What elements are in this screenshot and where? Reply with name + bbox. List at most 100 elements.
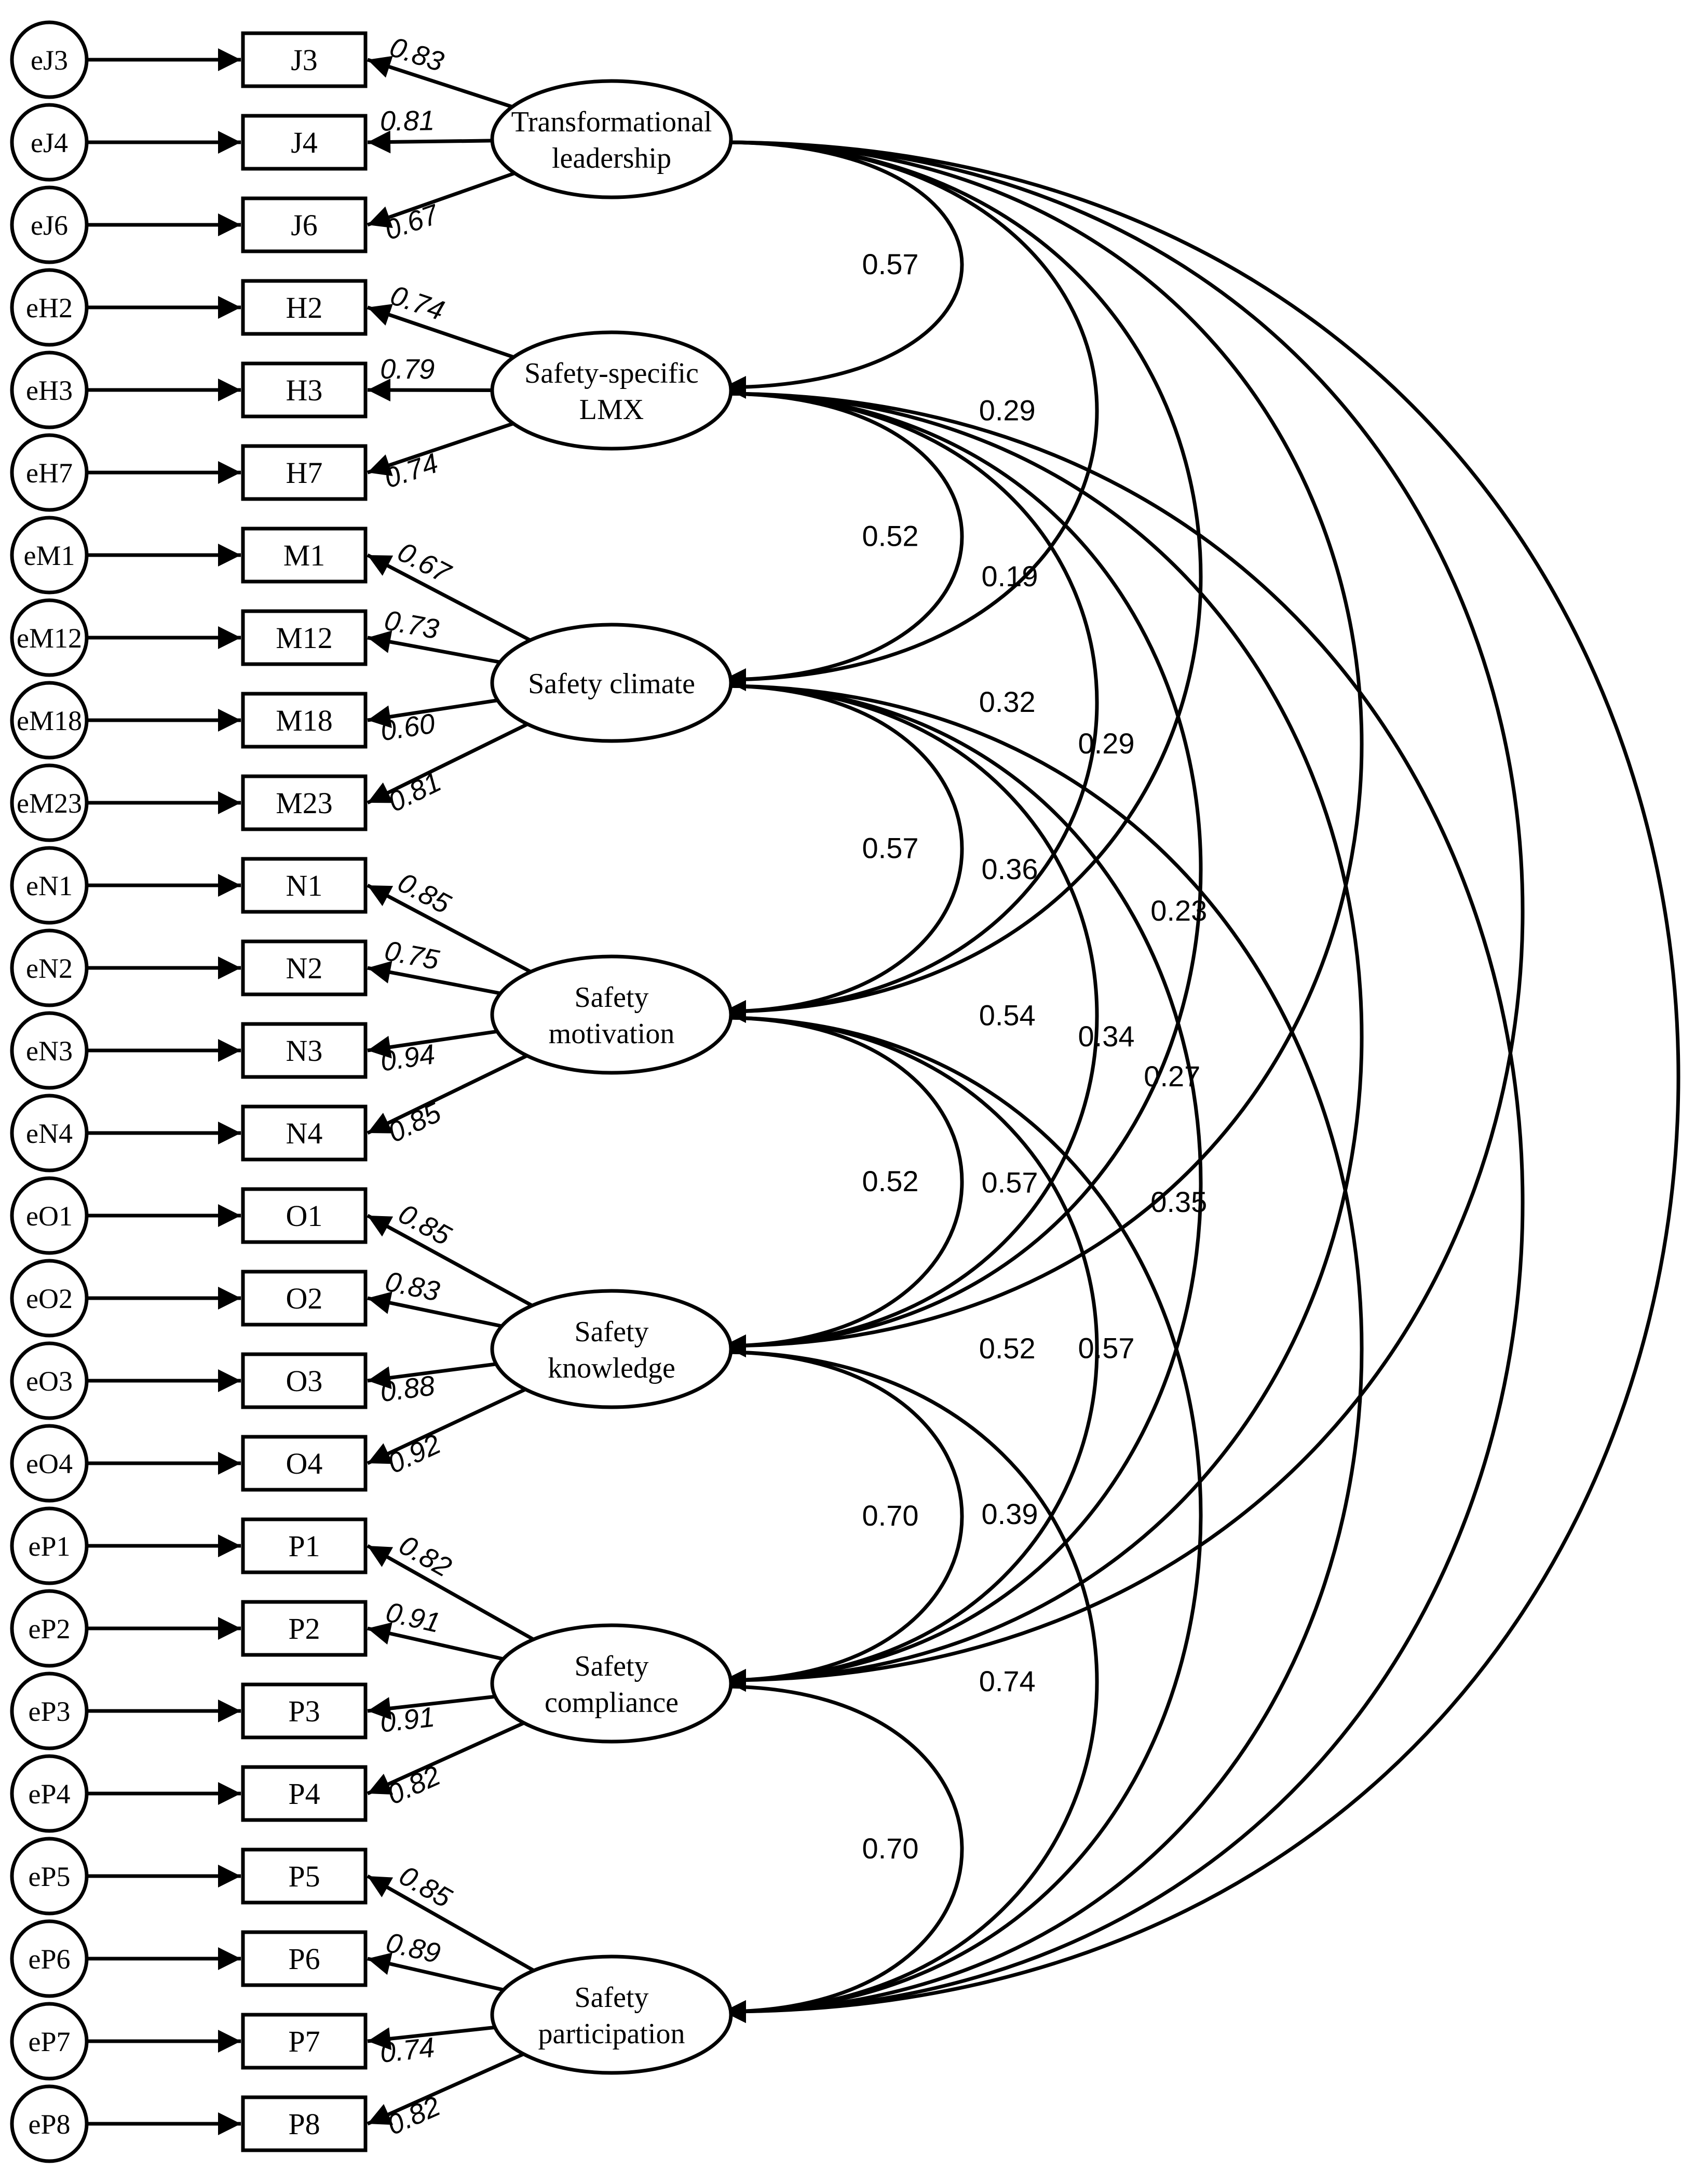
- factor-label: Safety: [574, 1981, 648, 2014]
- indicator-box: [241, 1517, 368, 1574]
- error-node: [10, 1837, 89, 1916]
- correlation-arcs: [700, 130, 1680, 2023]
- indicator-box: [241, 114, 368, 171]
- indicator-box: [241, 2095, 368, 2152]
- correlation-arc: [700, 130, 964, 399]
- loading-label: 0.83: [383, 1266, 442, 1307]
- correlation-label: 0.39: [982, 1498, 1038, 1530]
- indicator-box: [241, 1765, 368, 1822]
- loading-label: 0.79: [380, 354, 435, 385]
- factor-label: participation: [538, 2018, 685, 2050]
- loading-path: [367, 553, 531, 642]
- indicator-label: H7: [286, 456, 323, 490]
- error-node: [10, 268, 89, 347]
- correlation-arc: [700, 1006, 1203, 2023]
- error-node: [10, 1424, 89, 1503]
- indicator-box: [241, 1352, 368, 1409]
- error-node: [10, 598, 89, 677]
- indicator-label: O1: [286, 1199, 323, 1233]
- error-label: eO4: [26, 1448, 73, 1479]
- correlation-label: 0.70: [862, 1499, 919, 1532]
- error-node: [10, 350, 89, 429]
- correlation-arc: [700, 1006, 1099, 1692]
- error-node: [10, 1589, 89, 1668]
- correlation-arc: [700, 130, 1203, 1023]
- correlation-label: 0.57: [862, 248, 919, 280]
- indicator-label: M18: [276, 704, 333, 737]
- loading-path: [367, 2052, 524, 2126]
- error-label: eJ3: [31, 45, 68, 76]
- error-label: eP5: [29, 1861, 71, 1892]
- loading-path: [367, 961, 501, 995]
- indicator-box: [241, 31, 368, 88]
- indicator-label: P7: [288, 2025, 320, 2058]
- correlation-arc: [700, 382, 964, 691]
- indicator-label: N3: [286, 1034, 323, 1068]
- error-label: eP7: [29, 2026, 71, 2057]
- error-node: [10, 2084, 89, 2163]
- factor-node: [490, 1954, 733, 2075]
- correlation-label: 0.29: [979, 394, 1036, 427]
- error-label: eN4: [26, 1118, 73, 1149]
- factor-label: motivation: [549, 1018, 675, 1050]
- correlation-label: 0.57: [1078, 1332, 1135, 1365]
- loading-label: 0.67: [392, 536, 456, 590]
- indicator-box: [241, 527, 368, 584]
- measurement-paths: [87, 48, 535, 2135]
- loading-label: 0.67: [381, 198, 443, 246]
- error-label: eO2: [26, 1283, 73, 1314]
- error-node: [10, 1506, 89, 1585]
- loading-path: [367, 1214, 533, 1307]
- indicator-box: [241, 857, 368, 914]
- loading-path: [367, 722, 528, 805]
- correlation-label: 0.54: [979, 999, 1036, 1032]
- loading-path: [367, 56, 513, 109]
- loading-path: [367, 422, 514, 476]
- correlation-arc: [700, 674, 1099, 1357]
- loading-label: 0.85: [383, 1097, 446, 1149]
- correlation-arc: [700, 674, 1203, 1692]
- indicator-label: P5: [288, 1859, 320, 1893]
- error-label: eO3: [26, 1366, 73, 1397]
- loading-path: [367, 1291, 503, 1328]
- error-label: eP8: [29, 2109, 71, 2140]
- indicator-label: N2: [286, 951, 323, 985]
- error-node: [10, 1176, 89, 1255]
- indicator-box: [241, 1600, 368, 1657]
- loading-label: 0.92: [383, 1428, 445, 1480]
- indicator-label: M23: [276, 786, 333, 820]
- indicator-label: P1: [288, 1529, 320, 1563]
- indicator-box: [241, 196, 368, 253]
- correlation-label: 0.52: [862, 520, 919, 552]
- loading-label: 0.85: [394, 1860, 457, 1915]
- error-label: eO1: [26, 1201, 73, 1232]
- indicator-box: [241, 444, 368, 501]
- loading-label: 0.60: [378, 708, 437, 747]
- correlation-label: 0.19: [982, 560, 1038, 592]
- error-node: [10, 1671, 89, 1750]
- error-label: eN3: [26, 1035, 73, 1067]
- loading-path: [367, 304, 514, 359]
- loading-label: 0.85: [393, 867, 456, 920]
- error-node: [10, 763, 89, 842]
- correlation-arc: [700, 674, 964, 1023]
- correlation-label: 0.52: [979, 1332, 1036, 1365]
- factor-node: [490, 79, 733, 199]
- loading-label: 0.73: [382, 604, 441, 645]
- error-label: eP6: [29, 1944, 71, 1975]
- loading-path: [367, 1054, 528, 1135]
- error-label: eM18: [17, 705, 82, 736]
- loading-path: [367, 1362, 497, 1390]
- indicator-box: [241, 279, 368, 336]
- loading-label: 0.75: [382, 935, 442, 976]
- loading-path: [367, 1622, 504, 1661]
- error-label: eM23: [17, 788, 82, 819]
- correlation-arc: [700, 1340, 964, 1692]
- loading-label: 0.82: [383, 2091, 445, 2141]
- correlation-label: 0.57: [982, 1166, 1038, 1199]
- indicator-box: [241, 774, 368, 831]
- indicator-label: M12: [276, 621, 333, 655]
- indicator-box: [241, 609, 368, 666]
- loading-label: 0.82: [383, 1760, 445, 1811]
- error-label: eH2: [26, 292, 73, 323]
